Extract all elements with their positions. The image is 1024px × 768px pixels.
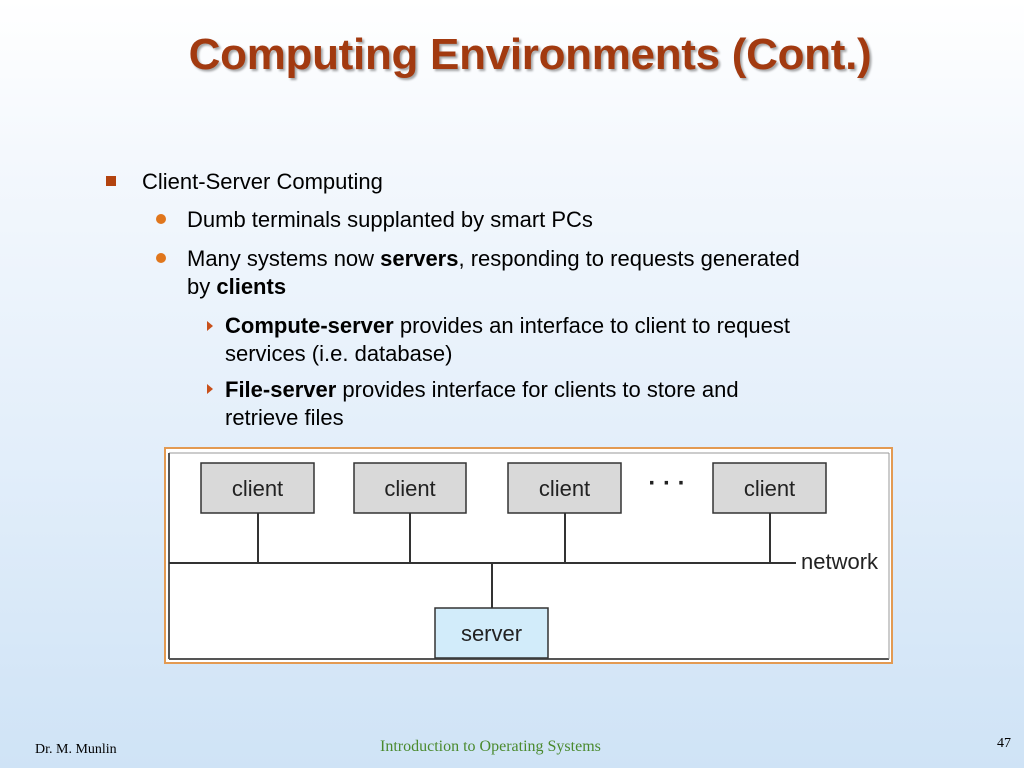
client-label: client <box>384 476 435 501</box>
client-label: client <box>744 476 795 501</box>
bullet-file-server-cont: retrieve files <box>225 405 344 430</box>
bullet-many-systems: Many systems now servers, responding to … <box>187 244 800 273</box>
text-segment: by <box>187 274 217 299</box>
client-node-1: client <box>200 462 315 514</box>
footer-course: Introduction to Operating Systems <box>380 738 601 755</box>
text-segment: provides interface for clients to store … <box>336 377 739 402</box>
client-node-3: client <box>507 462 622 514</box>
arrow-bullet-icon <box>207 321 213 331</box>
bullet-client-server: Client-Server Computing <box>142 169 383 194</box>
page-number: 47 <box>997 736 1011 751</box>
client-node-4: client <box>712 462 827 514</box>
server-node: server <box>434 607 549 659</box>
square-bullet-icon <box>106 176 116 186</box>
round-bullet-icon <box>156 253 166 263</box>
bullet-file-server: File-server provides interface for clien… <box>225 375 739 404</box>
client-server-diagram: client client client client · · · networ… <box>168 452 890 660</box>
bold-clients: clients <box>216 274 287 299</box>
round-bullet-icon <box>156 214 166 224</box>
arrow-bullet-icon <box>207 384 213 394</box>
text-segment: Many systems now <box>187 246 381 271</box>
client-label: client <box>539 476 590 501</box>
network-label: network <box>801 549 879 574</box>
bullet-list: Client-Server Computing Dumb terminals s… <box>106 169 800 430</box>
bold-servers: servers <box>380 246 459 271</box>
bold-compute-server: Compute-server <box>225 313 394 338</box>
text-segment: provides an interface to client to reque… <box>393 313 790 338</box>
text-segment: , responding to requests generated <box>458 246 800 271</box>
slide-title: Computing Environments (Cont.) <box>188 30 872 79</box>
bold-file-server: File-server <box>225 377 337 402</box>
server-label: server <box>461 621 522 646</box>
ellipsis-label: · · · <box>648 470 685 497</box>
client-node-2: client <box>353 462 467 514</box>
bullet-dumb-terminals: Dumb terminals supplanted by smart PCs <box>187 207 593 232</box>
footer-author: Dr. M. Munlin <box>35 742 117 757</box>
bullet-compute-server: Compute-server provides an interface to … <box>225 311 790 340</box>
bullet-compute-server-cont: services (i.e. database) <box>225 341 453 366</box>
client-label: client <box>232 476 283 501</box>
bullet-many-systems-cont: by clients <box>187 272 286 301</box>
